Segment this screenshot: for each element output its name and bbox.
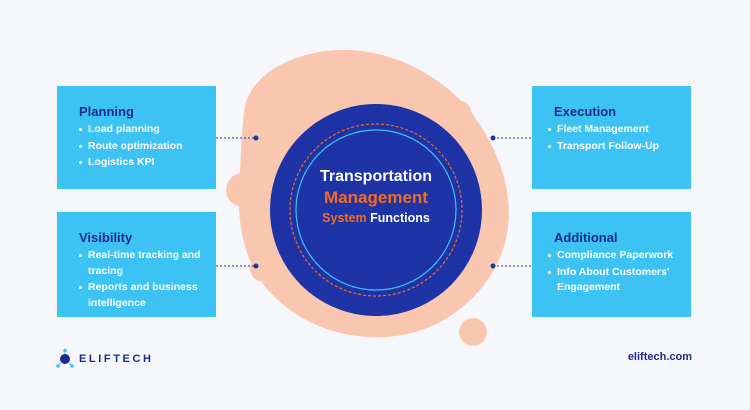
list-item: Info About Customers' Engagement xyxy=(548,265,677,296)
title-line-2: Management xyxy=(324,188,428,207)
title-rest-word: Functions xyxy=(370,211,430,225)
card-list-planning: Load planning Route optimization Logisti… xyxy=(79,122,202,171)
brand-name: ELIFTECH xyxy=(79,353,154,365)
title-line-1: Transportation xyxy=(319,168,432,185)
blob-dot-2 xyxy=(442,100,472,130)
center-rings xyxy=(289,123,463,297)
blob-dot-3 xyxy=(226,173,260,207)
card-visibility: Visibility Real-time tracking and tracin… xyxy=(57,212,216,317)
website-link[interactable]: eliftech.com xyxy=(627,351,692,363)
list-item: Route optimization xyxy=(79,139,202,155)
card-title-visibility: Visibility xyxy=(79,230,133,245)
blob-dot-1 xyxy=(387,62,407,82)
connector-dot-execution xyxy=(490,135,496,141)
card-title-additional: Additional xyxy=(554,230,618,245)
center-title: Transportation Management System Functio… xyxy=(270,166,482,227)
card-list-additional: Compliance Paperwork Info About Customer… xyxy=(548,248,677,296)
list-item: Reports and business intelligence xyxy=(79,280,202,311)
card-title-planning: Planning xyxy=(79,104,134,119)
card-execution: Execution Fleet Management Transport Fol… xyxy=(532,86,691,189)
list-item: Load planning xyxy=(79,122,202,138)
card-additional: Additional Compliance Paperwork Info Abo… xyxy=(532,212,691,317)
list-item: Logistics KPI xyxy=(79,155,202,171)
list-item: Transport Follow-Up xyxy=(548,139,677,155)
connector-dot-additional xyxy=(490,263,496,269)
list-item: Real-time tracking and tracing xyxy=(79,248,202,279)
title-line-3: System Functions xyxy=(270,209,482,227)
card-list-execution: Fleet Management Transport Follow-Up xyxy=(548,122,677,154)
brand-logo[interactable]: ELIFTECH xyxy=(56,348,154,370)
connector-dot-visibility xyxy=(253,263,259,269)
card-planning: Planning Load planning Route optimizatio… xyxy=(57,86,216,189)
center-circle xyxy=(270,104,482,316)
card-list-visibility: Real-time tracking and tracing Reports a… xyxy=(79,248,202,311)
connector-dot-planning xyxy=(253,135,259,141)
blob-dot-5 xyxy=(459,318,487,346)
card-title-execution: Execution xyxy=(554,104,617,119)
list-item: Fleet Management xyxy=(548,122,677,138)
list-item: Compliance Paperwork xyxy=(548,248,677,264)
blob-dot-4 xyxy=(250,254,278,282)
eliftech-logo-icon xyxy=(56,348,74,368)
title-accent-word: System xyxy=(322,211,367,225)
